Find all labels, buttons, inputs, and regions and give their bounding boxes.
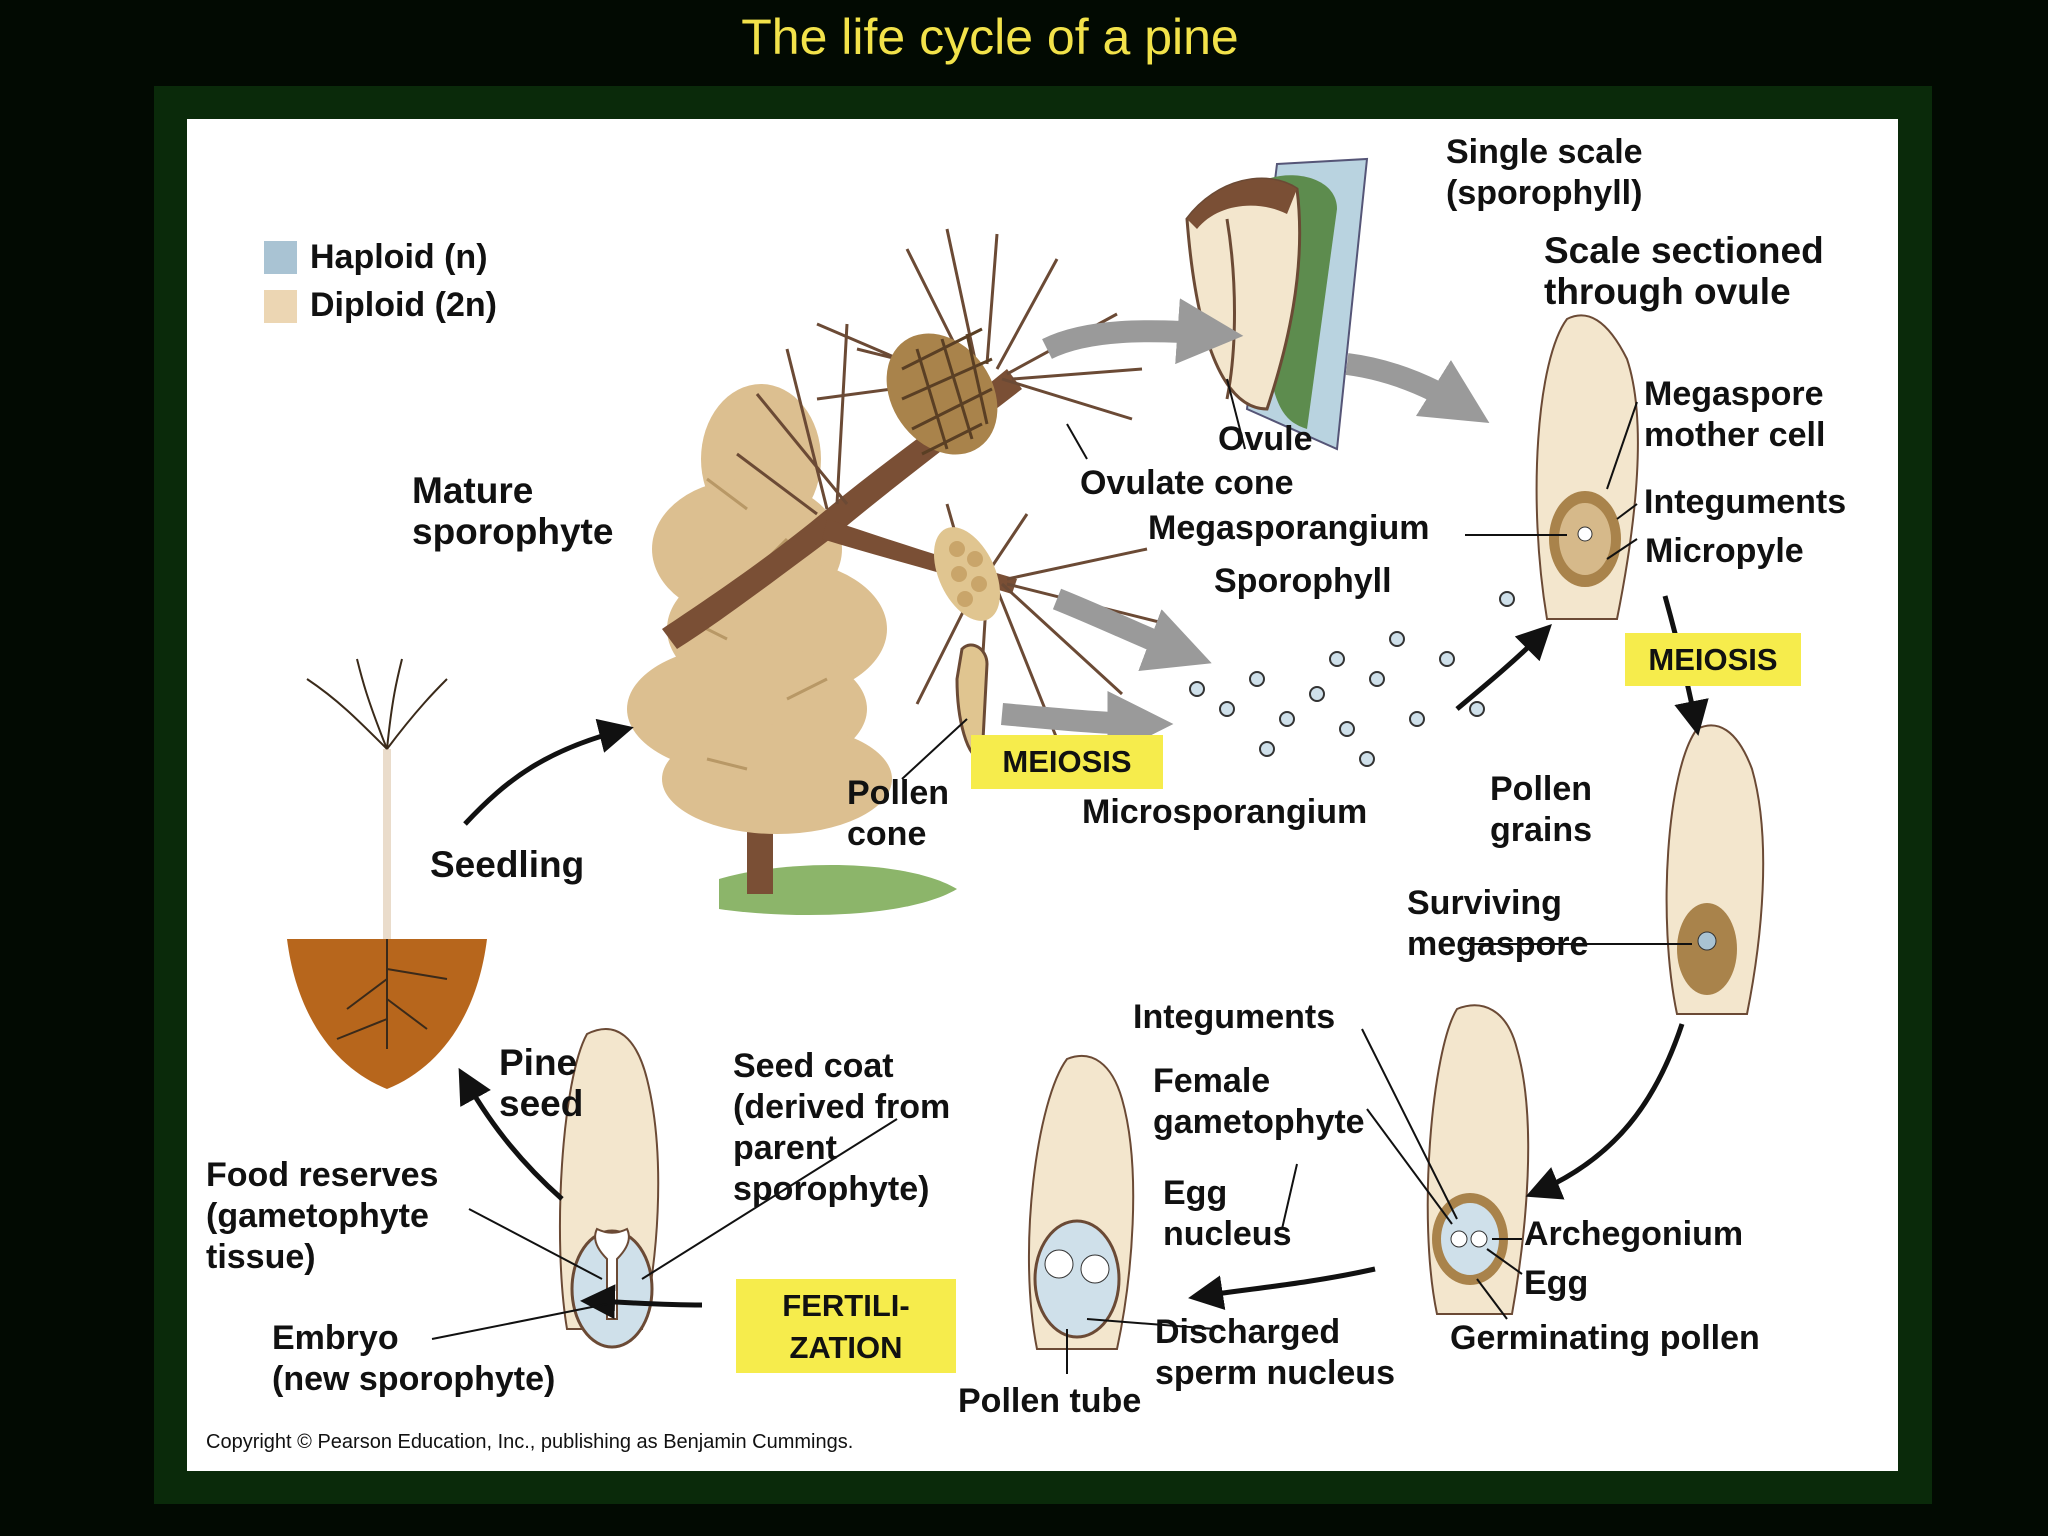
mature-sporophyte-label: Mature sporophyte bbox=[412, 470, 614, 552]
megasporangium-label: Megasporangium bbox=[1148, 509, 1430, 547]
slide-title: The life cycle of a pine bbox=[741, 9, 1239, 65]
pollen-cone-label: Pollen cone bbox=[847, 774, 950, 853]
haploid-swatch bbox=[264, 241, 297, 274]
megaspore-ovule-illustration bbox=[1665, 724, 1765, 1015]
pine-seed-label: Pine seed bbox=[499, 1042, 584, 1124]
female-gametophyte-label: Female gametophyte bbox=[1153, 1062, 1365, 1141]
embryo-label: Embryo (new sporophyte) bbox=[272, 1319, 556, 1398]
seedling-label: Seedling bbox=[430, 844, 585, 885]
archegonium-label: Archegonium bbox=[1524, 1215, 1744, 1253]
pollen-grains-label: Pollen grains bbox=[1490, 770, 1593, 849]
ovulate-cone-illustration bbox=[886, 327, 998, 456]
leader-lines bbox=[431, 378, 1692, 1374]
fertilization-ovule-illustration bbox=[1027, 1054, 1135, 1350]
integuments-top-label: Integuments bbox=[1644, 483, 1847, 521]
egg-nucleus-label: Egg nucleus bbox=[1163, 1174, 1292, 1253]
integuments-bottom-label: Integuments bbox=[1133, 998, 1336, 1036]
seedling-illustration bbox=[287, 658, 487, 1089]
megaspore-mother-cell-label: Megaspore mother cell bbox=[1644, 375, 1826, 454]
food-reserves-label: Food reserves (gametophyte tissue) bbox=[206, 1156, 439, 1276]
fertilization-box: FERTILI- ZATION bbox=[736, 1279, 956, 1373]
single-scale-label: Single scale (sporophyll) bbox=[1446, 133, 1643, 212]
copyright-notice: Copyright © Pearson Education, Inc., pub… bbox=[206, 1431, 854, 1453]
pollen-tube-label: Pollen tube bbox=[958, 1382, 1142, 1420]
diploid-swatch bbox=[264, 290, 297, 323]
process-arrows-gray bbox=[1001, 298, 1490, 757]
scale-sectioned-label: Scale sectioned through ovule bbox=[1544, 230, 1824, 312]
ovule-section-illustration bbox=[1535, 314, 1639, 620]
discharged-sperm-label: Discharged sperm nucleus bbox=[1155, 1313, 1395, 1392]
sporophyll-label: Sporophyll bbox=[1214, 562, 1392, 600]
meiosis-female-box: MEIOSIS bbox=[1625, 633, 1801, 686]
ovulate-cone-label: Ovulate cone bbox=[1080, 464, 1294, 502]
ovule-label: Ovule bbox=[1218, 420, 1313, 458]
legend-haploid: Haploid (n) bbox=[310, 238, 488, 276]
germinating-pollen-label: Germinating pollen bbox=[1450, 1319, 1760, 1357]
single-scale-illustration bbox=[1185, 157, 1369, 451]
diagram-panel: Haploid (n) Diploid (2n) Single scale (s… bbox=[187, 119, 1898, 1471]
cycle-arrows bbox=[458, 595, 1709, 1320]
microsporangium-label: Microsporangium bbox=[1082, 793, 1368, 831]
meiosis-male-box: MEIOSIS bbox=[971, 735, 1163, 789]
legend-diploid: Diploid (2n) bbox=[310, 286, 497, 324]
egg-label: Egg bbox=[1524, 1264, 1589, 1302]
mature-tree-illustration bbox=[627, 384, 957, 915]
diagram-artwork bbox=[287, 157, 1765, 1374]
surviving-megaspore-label: Surviving megaspore bbox=[1407, 884, 1589, 963]
pollen-grains-illustration bbox=[1189, 591, 1515, 767]
pollen-cone-illustration bbox=[933, 527, 1001, 621]
micropyle-label: Micropyle bbox=[1645, 532, 1804, 570]
seed-coat-label: Seed coat (derived from parent sporophyt… bbox=[733, 1047, 951, 1208]
archegonium-ovule-illustration bbox=[1426, 1004, 1530, 1315]
